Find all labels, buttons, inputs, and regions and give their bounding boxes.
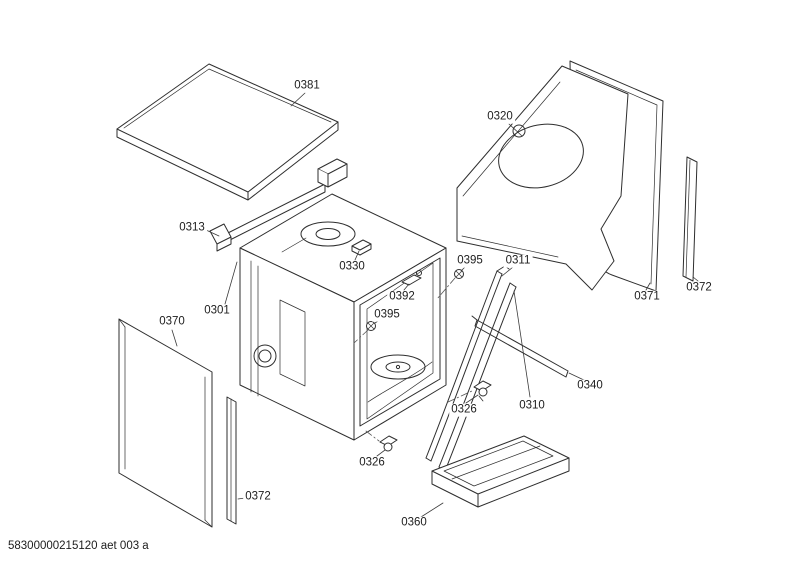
part-hinge-lower bbox=[379, 435, 398, 452]
part-label-0330: 0330 bbox=[337, 260, 367, 274]
part-tub bbox=[239, 193, 447, 441]
part-top-clip bbox=[351, 239, 372, 256]
part-label-0392: 0392 bbox=[387, 290, 417, 304]
part-hinge-upper bbox=[473, 380, 492, 402]
part-cross-brace bbox=[209, 158, 348, 252]
part-rear-panel bbox=[456, 65, 629, 291]
part-label-0301: 0301 bbox=[202, 304, 232, 318]
part-label-0395-upper: 0395 bbox=[455, 254, 485, 268]
part-label-0372-right: 0372 bbox=[684, 281, 714, 295]
part-left-trim-strip bbox=[226, 396, 237, 525]
part-screw-upper bbox=[454, 269, 464, 279]
part-top-panel bbox=[116, 63, 339, 201]
part-label-0372-left: 0372 bbox=[243, 490, 273, 504]
part-label-0313: 0313 bbox=[177, 221, 207, 235]
part-left-side-panel bbox=[118, 318, 213, 528]
document-code: 58300000215120 aet 003 a bbox=[8, 540, 149, 552]
part-door-gasket bbox=[425, 265, 510, 462]
part-base-trough bbox=[431, 435, 570, 508]
part-label-0320: 0320 bbox=[485, 110, 515, 124]
part-label-0340: 0340 bbox=[575, 379, 605, 393]
part-label-0381: 0381 bbox=[292, 79, 322, 93]
part-label-0395-lower: 0395 bbox=[372, 308, 402, 322]
part-label-0371: 0371 bbox=[632, 290, 662, 304]
part-label-0310: 0310 bbox=[517, 399, 547, 413]
part-latch-bracket bbox=[401, 270, 422, 286]
part-screw-lower bbox=[366, 321, 376, 331]
part-label-0311: 0311 bbox=[503, 254, 533, 268]
part-label-0326-lower: 0326 bbox=[357, 456, 387, 470]
part-label-0370: 0370 bbox=[157, 315, 187, 329]
part-right-trim-strip bbox=[682, 156, 698, 282]
assembly-guide-lines bbox=[353, 277, 473, 442]
part-seal-frame bbox=[438, 282, 517, 472]
part-label-0360: 0360 bbox=[399, 516, 429, 530]
part-rail bbox=[471, 315, 569, 378]
part-label-0326-upper: 0326 bbox=[449, 403, 479, 417]
